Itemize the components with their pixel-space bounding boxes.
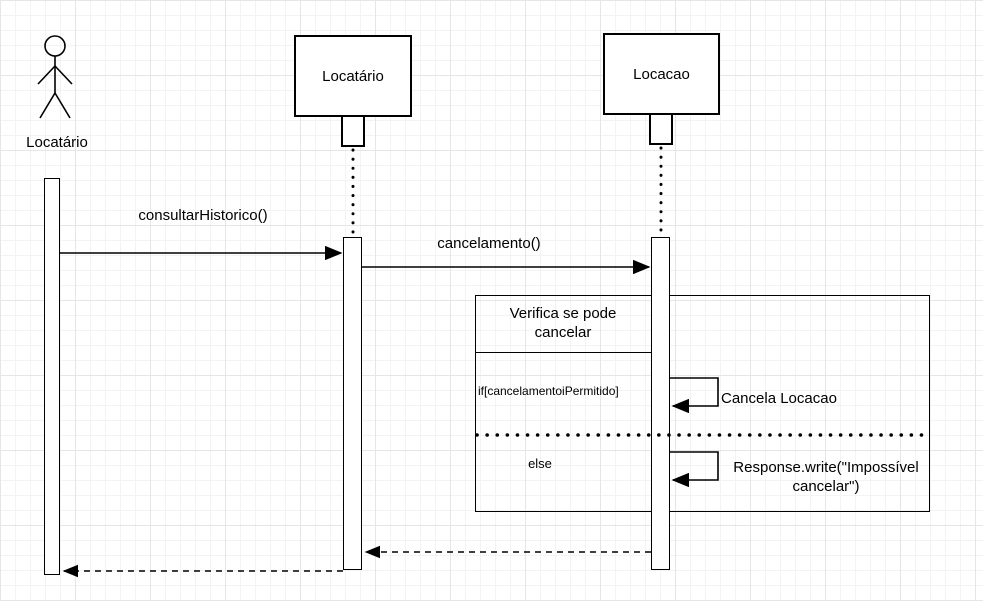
- actor-arm-left: [37, 65, 56, 85]
- activation-bar-locacao: [651, 237, 670, 570]
- actor-arm-right: [54, 65, 73, 85]
- activation-bar-actor: [44, 178, 60, 575]
- lifeline-stub-locatario: [341, 115, 365, 147]
- lifeline-stub-locacao: [649, 113, 673, 145]
- lifeline-box-locacao-label: Locacao: [633, 65, 690, 83]
- self-message-label-cancela-locacao: Cancela Locacao: [721, 390, 837, 407]
- message-label-consultarHistorico: consultarHistorico(): [138, 207, 268, 224]
- fragment-title-compartment: Verifica se pode cancelar: [475, 295, 651, 353]
- self-message-label-response-write: Response.write("Impossível cancelar"): [733, 459, 919, 495]
- fragment-guard-else: else: [528, 456, 552, 471]
- actor-figure: [37, 35, 73, 119]
- actor-leg-right: [54, 92, 71, 119]
- message-label-cancelamento: cancelamento(): [437, 235, 541, 252]
- fragment-guard-if: if[cancelamentoiPermitido]: [478, 384, 619, 398]
- actor-leg-left: [39, 92, 56, 119]
- fragment-frame: [475, 295, 930, 512]
- actor-head: [44, 35, 66, 57]
- actor-label: Locatário: [26, 134, 88, 151]
- lifeline-box-locacao: Locacao: [603, 33, 720, 115]
- lifeline-box-locatario: Locatário: [294, 35, 412, 117]
- activation-bar-locatario: [343, 237, 362, 570]
- lifeline-box-locatario-label: Locatário: [322, 67, 384, 85]
- fragment-title: Verifica se pode cancelar: [509, 304, 617, 341]
